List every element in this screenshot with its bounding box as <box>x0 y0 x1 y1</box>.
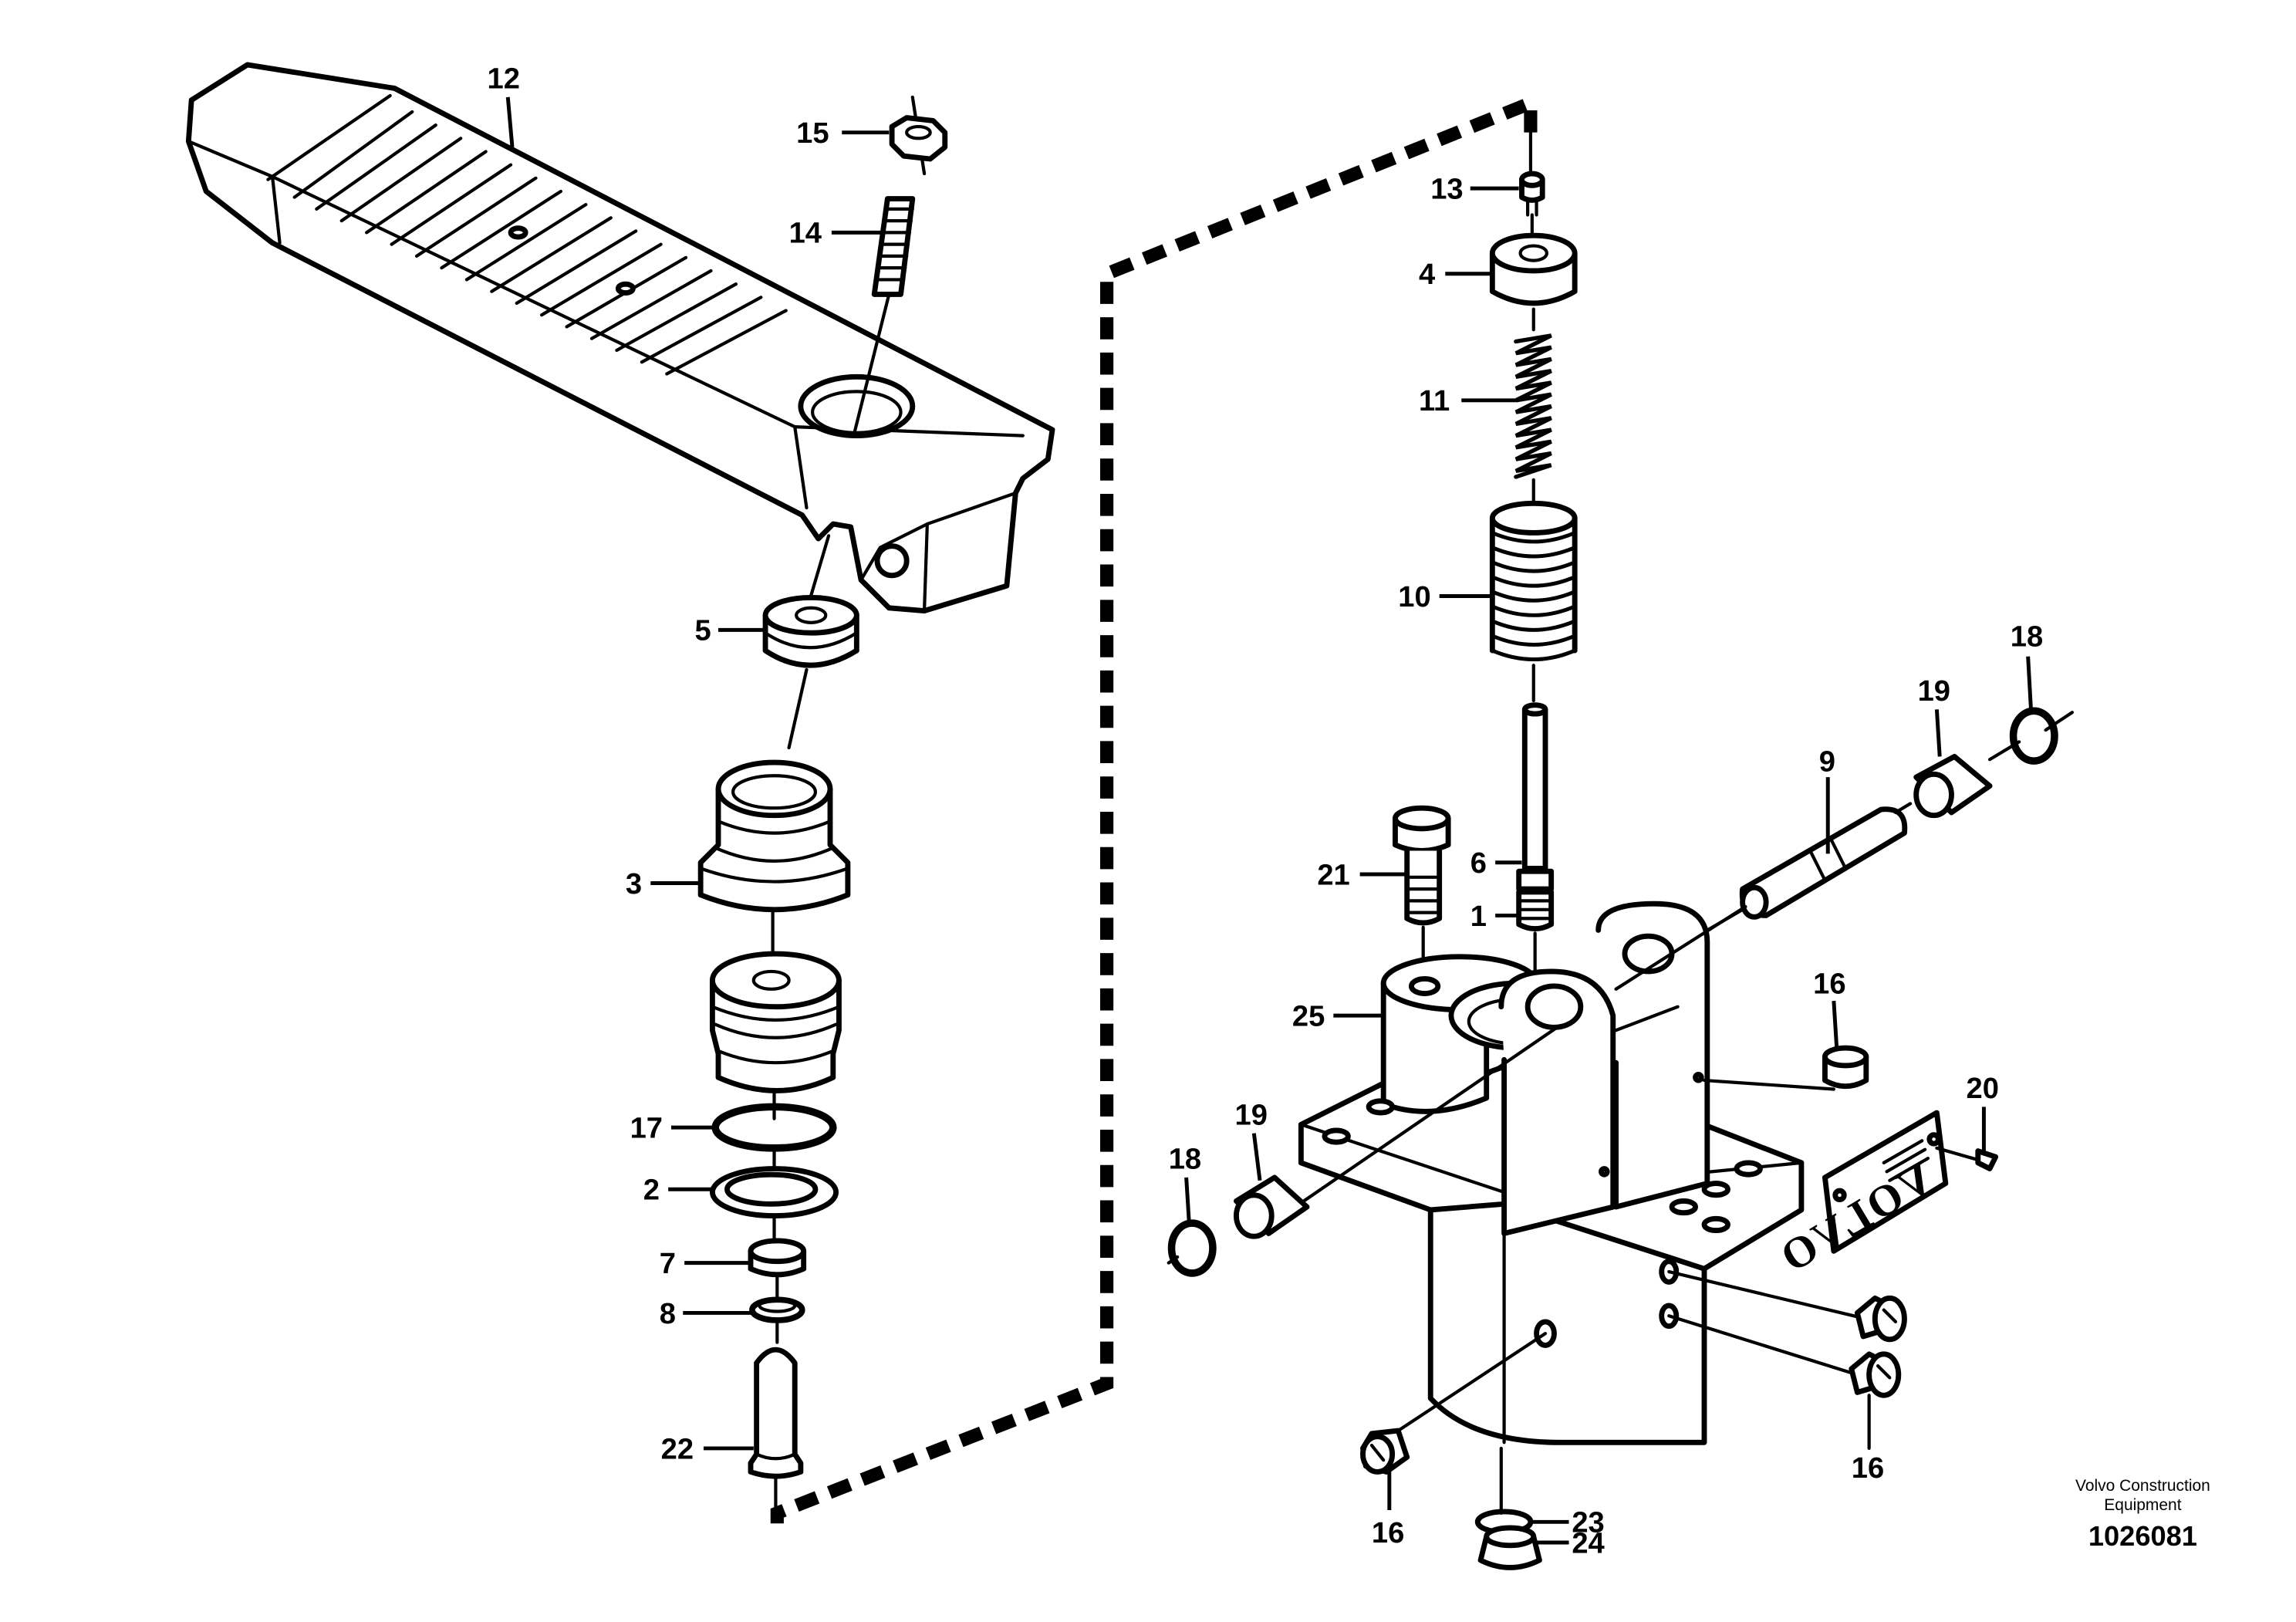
bushing-part-19-left <box>1234 1174 1310 1239</box>
washer-part-2 <box>709 1166 839 1218</box>
bracket-body-part <box>1298 901 1805 1445</box>
plunger-part-22 <box>748 1347 804 1515</box>
callout-4: 4 <box>1419 258 1435 291</box>
callout-9: 9 <box>1819 745 1835 778</box>
axis-line-plug-16-top <box>1702 1078 1835 1091</box>
inner-spring-part-11 <box>1514 333 1552 505</box>
callout-16-bottom: 16 <box>1372 1516 1404 1549</box>
callout-22: 22 <box>661 1432 694 1465</box>
screw-part-13 <box>1519 171 1545 241</box>
outer-spring-part-10 <box>1489 500 1578 703</box>
axis-line-pivot <box>1293 1026 1559 1209</box>
callout-21: 21 <box>1317 858 1349 891</box>
plunger-housing-part-3 <box>697 759 851 958</box>
callout-14: 14 <box>789 217 822 250</box>
ring-part-8 <box>749 1296 805 1323</box>
ring-part-18-left <box>1167 1219 1217 1277</box>
axis-line-pedal-to-seal <box>808 534 831 603</box>
drawing-number: 1026081 <box>2088 1520 2197 1552</box>
axis-line-plug-16-bottom <box>1387 1332 1548 1438</box>
callout-23: 23 <box>1572 1506 1604 1539</box>
plug-part-16-bottom <box>1360 1428 1410 1475</box>
assembly-dashed-line <box>770 93 1538 1524</box>
callout-6: 6 <box>1470 846 1487 880</box>
cap-part-4 <box>1489 232 1578 332</box>
guide-part <box>709 951 842 1120</box>
axis-line-plug-16-b <box>1667 1314 1859 1377</box>
axis-line-seal-to-plunger <box>787 667 809 750</box>
callout-2: 2 <box>643 1174 660 1207</box>
callout-13: 13 <box>1430 173 1463 206</box>
callout-3: 3 <box>626 867 642 901</box>
callout-8: 8 <box>660 1297 676 1330</box>
callout-25: 25 <box>1292 999 1325 1032</box>
cap-part-24 <box>1477 1525 1542 1570</box>
plug-part-16-right-a <box>1854 1295 1907 1343</box>
bushing-part-7 <box>748 1238 807 1278</box>
callout-7: 7 <box>660 1247 676 1280</box>
axis-line-pivot-ear <box>1614 904 1747 991</box>
publisher-line-1: Volvo Construction <box>2075 1477 2210 1495</box>
callout-16-top: 16 <box>1813 968 1845 1001</box>
callout-11: 11 <box>1419 384 1450 417</box>
nut-part-15 <box>889 95 948 176</box>
callout-18-right: 18 <box>2011 620 2043 653</box>
stud-part-14 <box>852 196 916 438</box>
publisher-line-2: Equipment <box>2104 1496 2181 1514</box>
sleeve-part-1 <box>1516 889 1555 979</box>
callout-20: 20 <box>1967 1072 1999 1105</box>
callout-24: 24 <box>1572 1526 1604 1559</box>
callout-labels: 12 15 14 13 4 11 10 5 3 21 6 1 25 9 19 1… <box>488 62 2044 1559</box>
plug-part-16-right-b <box>1849 1351 1902 1451</box>
callout-12: 12 <box>488 62 520 95</box>
leader-lines <box>505 96 2033 1545</box>
callout-18-left: 18 <box>1169 1143 1201 1176</box>
callout-5: 5 <box>695 614 711 647</box>
callout-15: 15 <box>796 117 829 150</box>
rod-part-6 <box>1516 702 1555 892</box>
callout-16-right: 16 <box>1852 1451 1884 1485</box>
rivet-part-20 <box>1975 1148 1999 1171</box>
pin-part-9 <box>1705 806 1908 932</box>
axis-line-plug-16-a <box>1667 1269 1868 1321</box>
seal-part-5 <box>762 594 859 668</box>
callout-10: 10 <box>1398 580 1430 613</box>
bolt-part-21 <box>1393 805 1451 982</box>
pedal-part-12 <box>185 62 1055 614</box>
ring-part-18-right <box>1987 707 2074 765</box>
plug-part-16-top <box>1822 1045 1869 1090</box>
callout-1: 1 <box>1470 900 1487 933</box>
callout-19-right: 19 <box>1918 674 1950 708</box>
callout-17: 17 <box>630 1111 663 1144</box>
bushing-part-19-right <box>1893 753 1993 819</box>
callout-19-left: 19 <box>1235 1098 1268 1131</box>
